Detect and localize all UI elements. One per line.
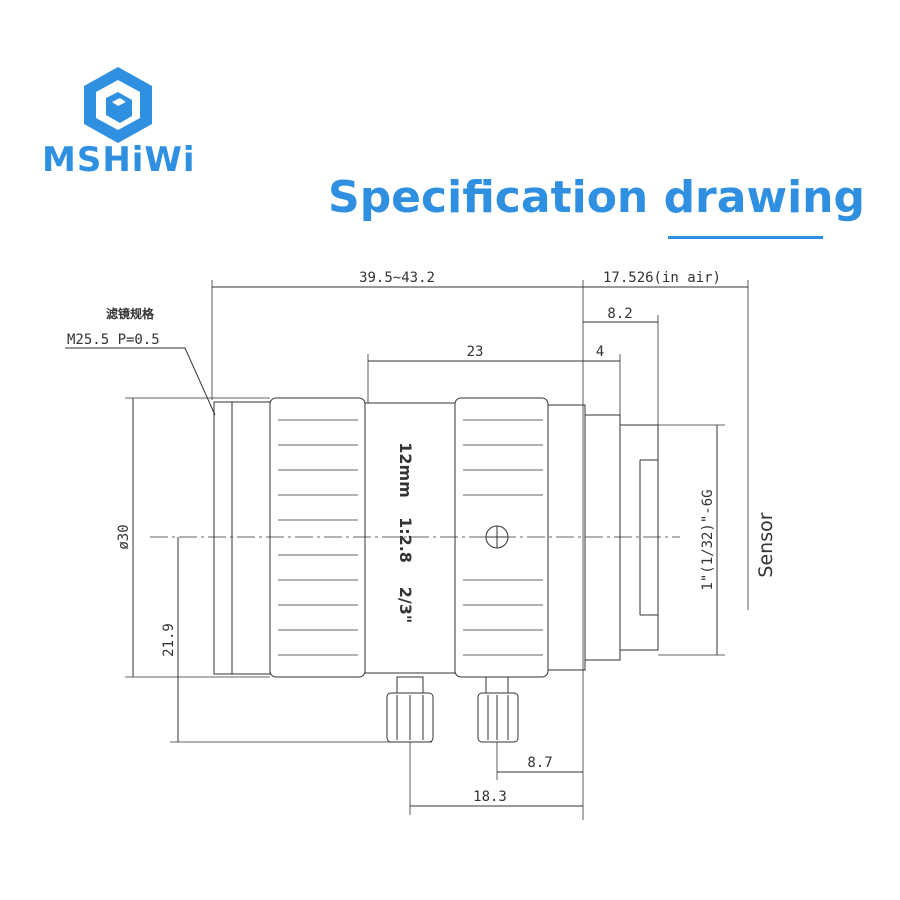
lens-body — [213, 397, 659, 743]
dim-diameter: ø30 — [116, 524, 132, 549]
title-underline — [668, 236, 823, 239]
dim-back-focus: 17.526(in air) — [603, 270, 721, 286]
locking-screw-rear — [477, 676, 519, 743]
extension-lines — [125, 280, 749, 820]
filter-spec: M25.5 P=0.5 — [67, 332, 160, 348]
dim-mid-length: 23 — [467, 344, 484, 360]
dim-screw-front: 18.3 — [473, 789, 507, 805]
sensor-label: Sensor — [755, 512, 777, 577]
lens-focal: 12mm — [396, 442, 415, 498]
dim-flange: 4 — [596, 344, 604, 360]
locking-screw-front — [386, 676, 434, 743]
mshiwi-logo-icon — [84, 67, 152, 143]
page-title: Specification drawing — [328, 172, 866, 223]
dim-mount-depth: 8.2 — [607, 306, 632, 322]
lens-format: 2/3" — [396, 587, 415, 623]
filter-label: 滤镜规格 — [106, 306, 155, 321]
dim-screw-rear: 8.7 — [527, 755, 552, 771]
dim-total-length: 39.5~43.2 — [359, 270, 435, 286]
dim-screw-height: 21.9 — [161, 623, 177, 657]
lens-aperture: 1:2.8 — [396, 517, 415, 563]
dim-thread: 1"(1/32)"-6G — [700, 489, 716, 590]
dimension-lines — [65, 286, 748, 807]
brand-name: MSHiWi — [42, 140, 196, 180]
